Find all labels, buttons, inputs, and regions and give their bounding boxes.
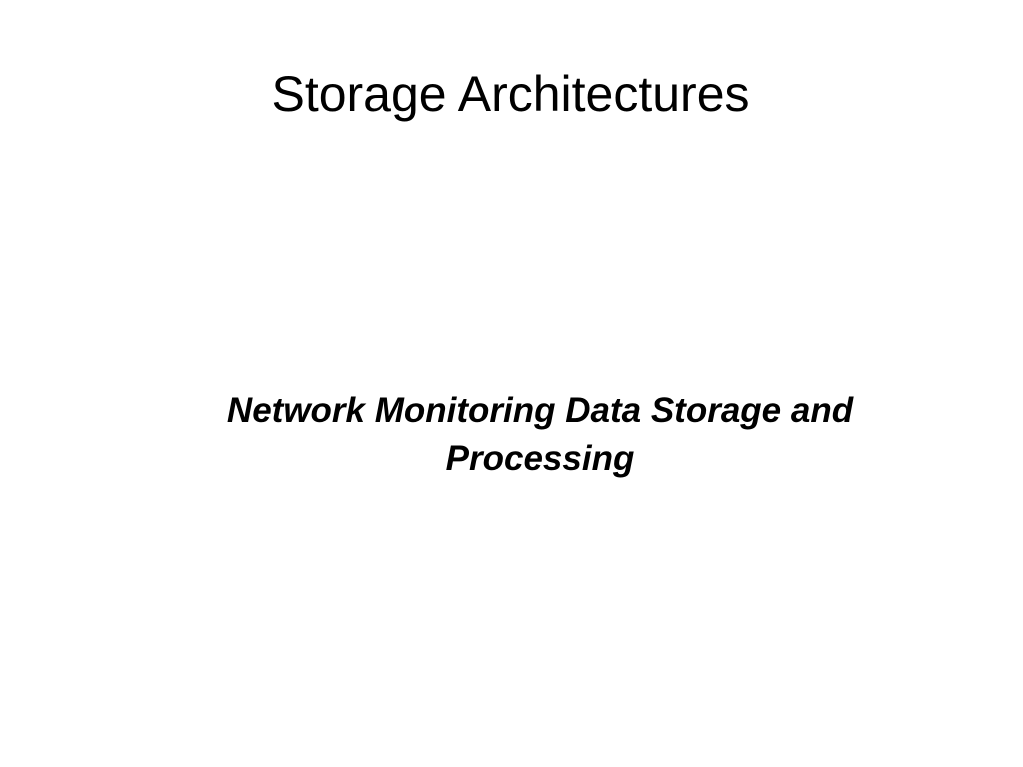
slide-subtitle: Network Monitoring Data Storage and Proc… — [226, 391, 854, 478]
slide-title-text: Storage Architectures — [271, 66, 750, 122]
slide-title: Storage Architectures — [0, 64, 1023, 124]
